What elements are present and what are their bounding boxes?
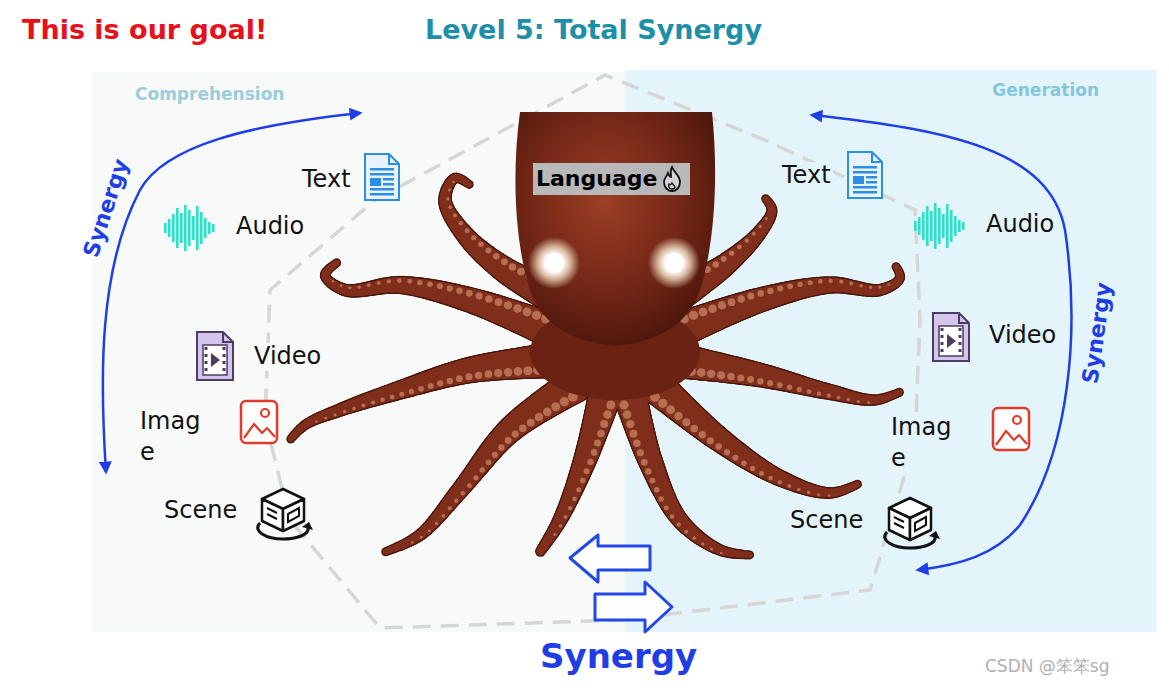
language-box: Language — [533, 163, 690, 195]
tentacle-segment — [761, 194, 770, 203]
dashed-hull — [265, 75, 920, 628]
tentacle-segment — [535, 546, 546, 557]
tentacle-segment — [892, 262, 901, 271]
flame-outline — [664, 167, 680, 191]
tentacle-segment — [334, 260, 340, 266]
tentacle-segment — [466, 181, 472, 187]
tentacle-segment — [463, 179, 472, 188]
tentacle-segment — [762, 196, 771, 205]
synergy-curve — [103, 113, 360, 472]
tentacle-segment — [288, 436, 294, 442]
panel-heading: Comprehension — [135, 84, 625, 104]
tentacle-segment — [853, 480, 862, 489]
tentacle-segment — [381, 547, 390, 556]
tentacle-guide — [655, 385, 858, 493]
tentacle-segment — [763, 196, 769, 202]
tentacle-guide — [385, 385, 575, 552]
tentacle-segment — [331, 259, 340, 268]
flame-inner — [669, 183, 675, 189]
tentacle-segment — [287, 433, 296, 442]
tentacle-segment — [895, 388, 904, 397]
synergy-curve — [812, 115, 1071, 570]
tentacle-segment — [893, 264, 899, 270]
tentacle-segment — [536, 547, 544, 555]
tentacle-segment — [332, 258, 341, 267]
tentacle-segment — [465, 180, 474, 189]
flame-icon — [660, 165, 684, 193]
panel-heading: Generation — [625, 80, 1099, 100]
node-label: Language — [536, 166, 657, 192]
tentacle-segment — [383, 549, 389, 555]
tentacle-segment — [286, 435, 295, 444]
tentacle-segment — [536, 544, 547, 555]
